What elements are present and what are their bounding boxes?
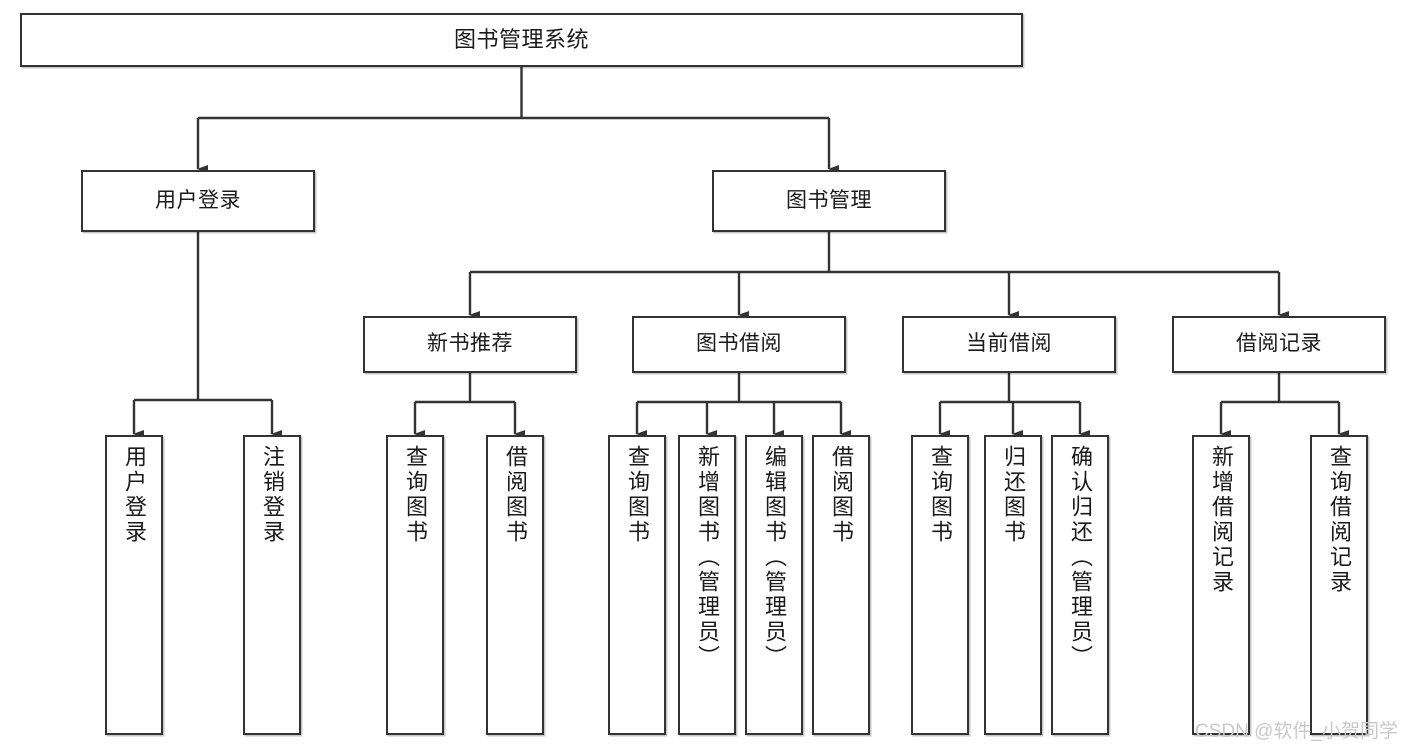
node-l2_0[interactable]: 用户登录 <box>81 170 315 232</box>
node-leaf_8[interactable]: 查询图书 <box>911 435 969 735</box>
node-leaf_6[interactable]: 编辑图书（管理员） <box>745 435 803 735</box>
node-label: 图书管理系统 <box>453 27 589 53</box>
node-leaf_11[interactable]: 新增借阅记录 <box>1192 435 1250 735</box>
node-leaf_2[interactable]: 查询图书 <box>386 435 444 735</box>
node-leaf_1[interactable]: 注销登录 <box>243 435 301 735</box>
node-leaf_4[interactable]: 查询图书 <box>608 435 666 735</box>
csdn-watermark: CSDN @软件_小贺同学 <box>1195 721 1398 742</box>
node-label: 查询图书 <box>928 445 953 545</box>
node-leaf_9[interactable]: 归还图书 <box>984 435 1042 735</box>
node-label: 查询图书 <box>403 445 428 545</box>
node-label: 归还图书 <box>1001 445 1026 545</box>
node-label: 查询图书 <box>625 445 650 545</box>
node-l2_1[interactable]: 图书管理 <box>712 170 946 232</box>
node-label: 借阅记录 <box>1236 332 1322 356</box>
node-label: 注销登录 <box>260 445 285 545</box>
node-label: 图书管理 <box>786 188 872 212</box>
node-label: 借阅图书 <box>503 445 528 545</box>
node-leaf_7[interactable]: 借阅图书 <box>812 435 870 735</box>
node-leaf_10[interactable]: 确认归还（管理员） <box>1051 435 1109 735</box>
node-leaf_5[interactable]: 新增图书（管理员） <box>678 435 736 735</box>
node-label: 编辑图书（管理员） <box>762 445 787 670</box>
node-label: 查询借阅记录 <box>1327 445 1352 595</box>
node-label: 新增借阅记录 <box>1209 445 1234 595</box>
node-l3_3[interactable]: 借阅记录 <box>1172 316 1386 373</box>
node-leaf_0[interactable]: 用户登录 <box>105 435 163 735</box>
node-leaf_3[interactable]: 借阅图书 <box>486 435 544 735</box>
node-label: 用户登录 <box>122 445 147 545</box>
node-label: 确认归还（管理员） <box>1068 445 1093 670</box>
node-label: 图书借阅 <box>696 332 782 356</box>
node-l3_1[interactable]: 图书借阅 <box>632 316 846 373</box>
node-leaf_12[interactable]: 查询借阅记录 <box>1310 435 1368 735</box>
node-label: 新书推荐 <box>427 332 513 356</box>
node-l3_2[interactable]: 当前借阅 <box>902 316 1116 373</box>
node-label: 当前借阅 <box>966 332 1052 356</box>
node-root[interactable]: 图书管理系统 <box>20 13 1023 67</box>
node-label: 用户登录 <box>155 188 241 212</box>
node-l3_0[interactable]: 新书推荐 <box>363 316 577 373</box>
node-label: 借阅图书 <box>829 445 854 545</box>
node-label: 新增图书（管理员） <box>695 445 720 670</box>
